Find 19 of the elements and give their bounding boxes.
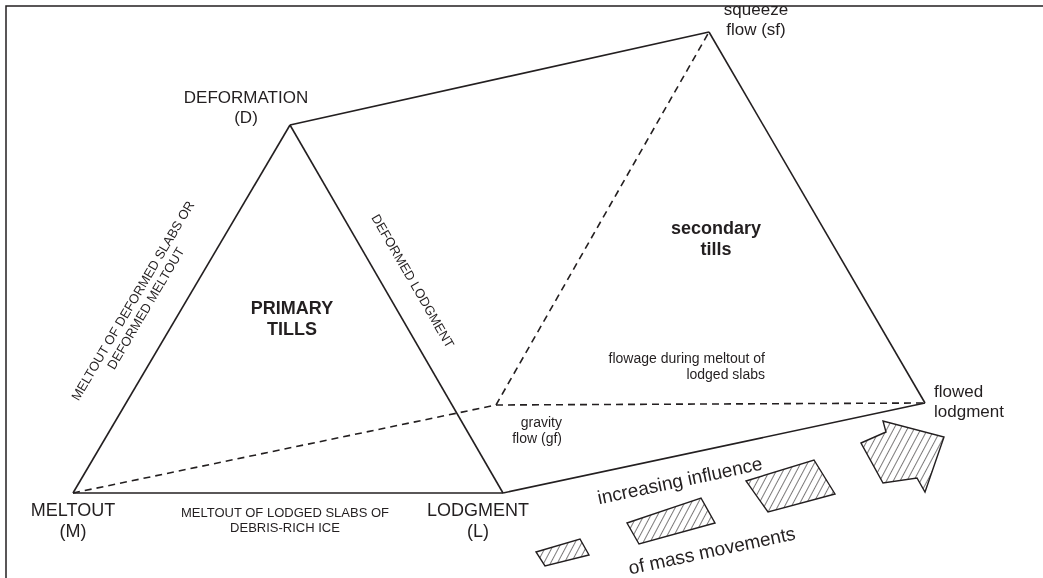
vertex-label: LODGMENT (L) bbox=[420, 500, 536, 542]
arrow-caption: increasing influence bbox=[594, 451, 766, 511]
vertex-label: DEFORMATION (D) bbox=[180, 88, 312, 128]
vertex-label: gravity flow (gf) bbox=[496, 405, 562, 447]
dashed-line bbox=[495, 402, 926, 406]
vertex-label: MELTOUT (M) bbox=[18, 500, 128, 542]
note-text: flowage during meltout of lodged slabs bbox=[607, 350, 765, 383]
vertex-label: flowed lodgment bbox=[934, 382, 1034, 422]
dashed-line bbox=[495, 31, 710, 406]
solid-line bbox=[289, 124, 504, 494]
region-label: PRIMARY TILLS bbox=[249, 298, 335, 340]
region-label: secondary tills bbox=[669, 218, 762, 260]
edge-label: MELTOUT OF LODGED SLABS OF DEBRIS-RICH ICE bbox=[179, 506, 390, 536]
solid-line bbox=[72, 492, 504, 494]
solid-line bbox=[502, 402, 926, 494]
arrow-caption: of mass movements bbox=[625, 521, 799, 578]
solid-line bbox=[289, 31, 710, 126]
solid-line bbox=[708, 31, 926, 404]
solid-line bbox=[72, 124, 291, 494]
